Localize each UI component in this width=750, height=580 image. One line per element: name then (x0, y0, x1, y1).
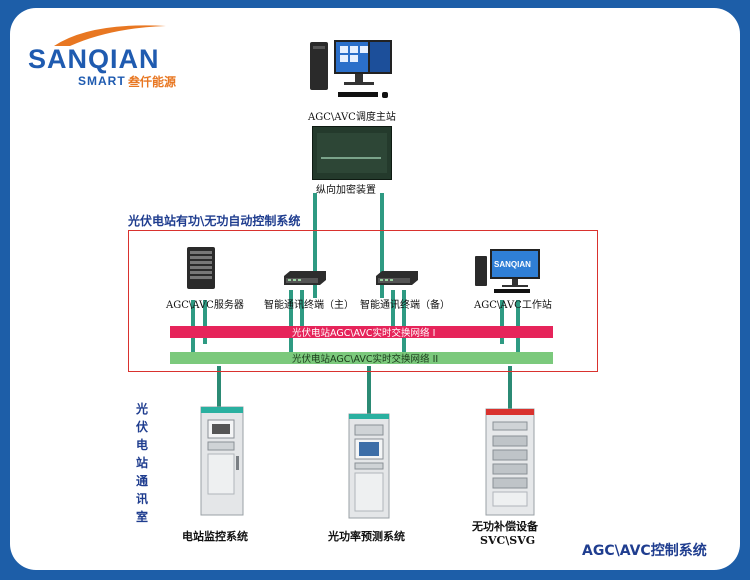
terminal-main-device (282, 270, 328, 290)
company-logo: SANQIAN SMART 叁仟能源 (18, 20, 198, 90)
network-bar-2: 光伏电站AGC\AVC实时交换网络 II (170, 352, 553, 365)
cabinet-icon (348, 413, 390, 519)
terminal-main-label: 智能通讯终端（主） (264, 300, 354, 311)
svc-label-line2: SVC\SVG (480, 534, 536, 547)
monitor-label: 电站监控系统 (182, 530, 248, 543)
link-encrypt-terminal-main (313, 193, 317, 298)
desktop-computer-icon (310, 40, 392, 98)
terminal-backup-device (374, 270, 420, 290)
network-switch-icon (284, 271, 326, 285)
comm-room-char: 站 (136, 456, 149, 470)
network-bar-1-label: 光伏电站AGC\AVC实时交换网络 I (292, 328, 436, 339)
cabinet-icon (485, 408, 535, 516)
link-net-monitor (217, 366, 221, 426)
server-label: AGC\AVC服务器 (166, 300, 244, 311)
comm-room-char: 伏 (136, 420, 149, 434)
encryption-label: 纵向加密装置 (316, 185, 376, 196)
dispatch-station-pc (308, 36, 398, 106)
comm-room-char: 室 (136, 510, 149, 524)
footer-title: AGC\AVC控制系统 (582, 543, 707, 559)
server-device (186, 246, 216, 294)
link-encrypt-terminal-backup (380, 193, 384, 298)
workstation-label: AGC\AVC工作站 (474, 300, 552, 311)
link-net-svc (508, 366, 512, 418)
dispatch-station-label: AGC\AVC调度主站 (308, 112, 396, 123)
comm-room-char: 电 (136, 438, 149, 452)
comm-room-char: 讯 (136, 492, 149, 506)
workstation-computer-icon (475, 249, 540, 293)
encryption-device (312, 126, 392, 180)
cabinet-icon (200, 406, 244, 516)
monitor-cabinet (200, 406, 244, 520)
encryption-device-leds (321, 157, 381, 159)
workstation-screen-logo: SANQIAN (494, 260, 531, 269)
logo-chinese-text: 叁仟能源 (128, 75, 177, 89)
diagram-card: SANQIAN SMART 叁仟能源 (10, 8, 740, 570)
comm-room-char: 通 (136, 474, 149, 488)
link-server-net-b (203, 300, 207, 344)
svc-label-line1: 无功补偿设备 (472, 520, 538, 533)
network-bar-2-label: 光伏电站AGC\AVC实时交换网络 II (292, 354, 439, 365)
link-main-net-b (300, 290, 304, 334)
link-ws-net-a (500, 300, 504, 344)
forecast-cabinet (348, 413, 390, 523)
network-switch-icon (376, 271, 418, 285)
tower-server-icon (187, 247, 215, 289)
workstation-device: SANQIAN (474, 248, 544, 294)
terminal-backup-label: 智能通讯终端（备） (360, 300, 450, 311)
svc-cabinet (485, 408, 535, 520)
link-backup-net-a (391, 290, 395, 334)
comm-room-char: 光 (136, 402, 149, 416)
system-title: 光伏电站有功\无功自动控制系统 (128, 214, 301, 228)
forecast-label: 光功率预测系统 (328, 530, 405, 543)
network-bar-1: 光伏电站AGC\AVC实时交换网络 I (170, 326, 553, 339)
link-net-forecast (367, 366, 371, 424)
logo-smart-text: SMART (78, 74, 126, 88)
encryption-device-panel (317, 133, 387, 173)
comm-room-label: 光 伏 电 站 通 讯 室 (136, 400, 154, 526)
system-frame (128, 230, 598, 372)
logo-wordmark: SANQIAN (28, 44, 160, 74)
logo-swoosh-icon (54, 25, 166, 46)
